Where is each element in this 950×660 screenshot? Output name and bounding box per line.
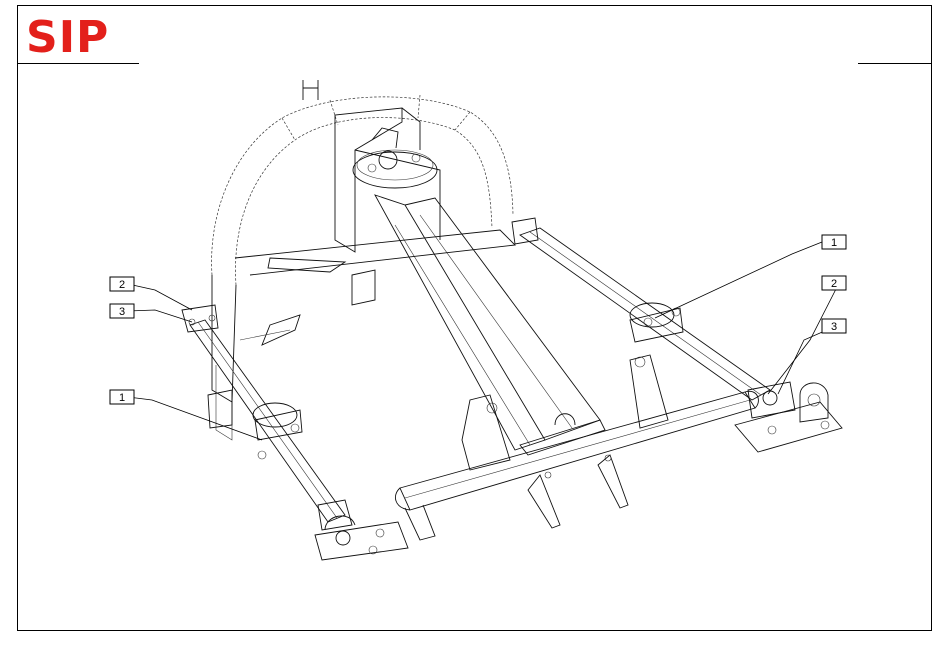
rear-crossbar	[235, 230, 515, 345]
right-foot-bracket	[735, 382, 842, 452]
svg-text:2: 2	[119, 279, 125, 291]
left-arm	[182, 305, 345, 522]
svg-text:1: 1	[119, 392, 125, 404]
central-beam	[375, 195, 605, 455]
svg-text:3: 3	[119, 306, 125, 318]
callout-right-3: 3	[822, 319, 846, 333]
svg-text:1: 1	[831, 237, 837, 249]
callout-left-1: 1	[110, 390, 134, 404]
hitch-tower	[335, 108, 440, 252]
callout-left-3: 3	[110, 304, 134, 318]
callout-right-2: 2	[822, 276, 846, 290]
rollover-arch	[212, 80, 513, 440]
svg-text:3: 3	[831, 321, 837, 333]
callout-left-2: 2	[110, 277, 134, 291]
right-arm	[512, 218, 770, 400]
hanging-hooks	[528, 455, 628, 528]
front-crossbar	[395, 391, 758, 540]
left-foot-bracket	[315, 500, 408, 560]
callout-right-1: 1	[822, 235, 846, 249]
svg-text:2: 2	[831, 278, 837, 290]
